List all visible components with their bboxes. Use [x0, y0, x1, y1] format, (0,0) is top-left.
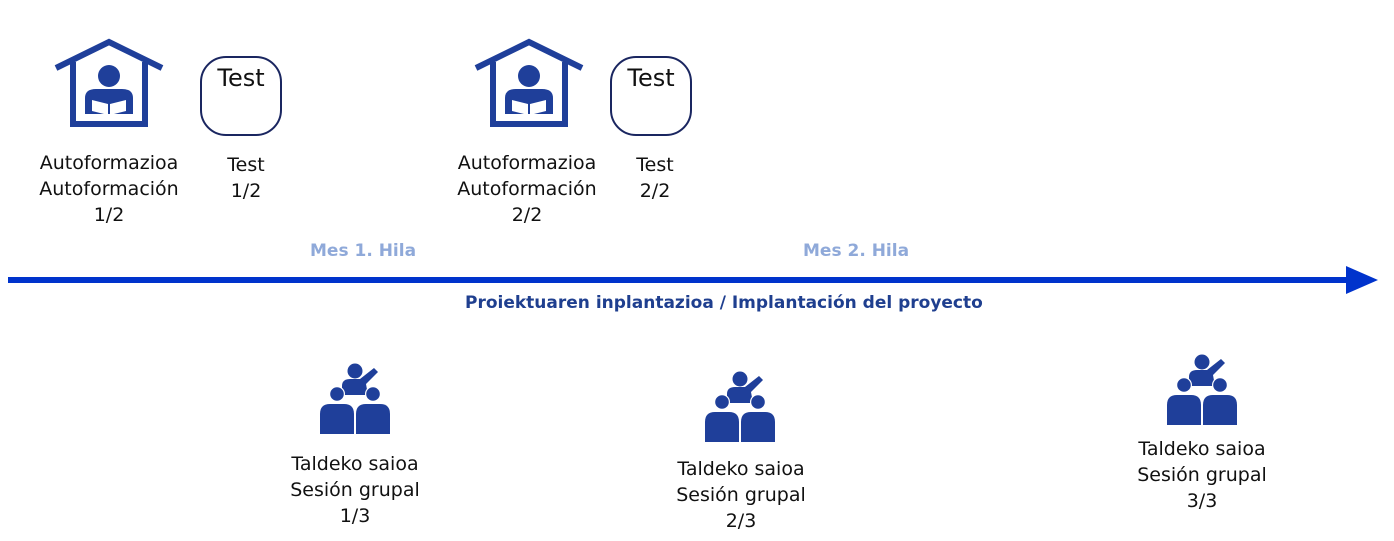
- group-session-icon: [320, 363, 390, 434]
- group-session-icon: [1167, 354, 1237, 425]
- self-study-label: Autoformazioa Autoformación 2/2: [457, 152, 597, 226]
- group-session-icon: [705, 371, 775, 442]
- test-box-label: Test: [217, 64, 265, 92]
- house-reader-icon: [474, 38, 584, 127]
- group-session-label: Taldeko saioa Sesión grupal 1/3: [290, 453, 420, 527]
- self-study-label: Autoformazioa Autoformación 1/2: [39, 152, 179, 226]
- group-session-label: Taldeko saioa Sesión grupal 2/3: [676, 458, 806, 532]
- test-box: Test: [610, 56, 692, 136]
- month-label: Mes 2. Hila: [803, 241, 910, 261]
- timeline-arrow: [8, 266, 1378, 294]
- test-label: Test 2/2: [636, 154, 674, 202]
- month-label: Mes 1. Hila: [310, 241, 417, 261]
- test-box: Test: [200, 56, 282, 136]
- group-session-label: Taldeko saioa Sesión grupal 3/3: [1137, 438, 1267, 512]
- test-label: Test 1/2: [227, 154, 265, 202]
- timeline-label: Proiektuaren inplantazioa / Implantación…: [465, 293, 983, 313]
- test-box-label: Test: [627, 64, 675, 92]
- house-reader-icon: [54, 38, 164, 127]
